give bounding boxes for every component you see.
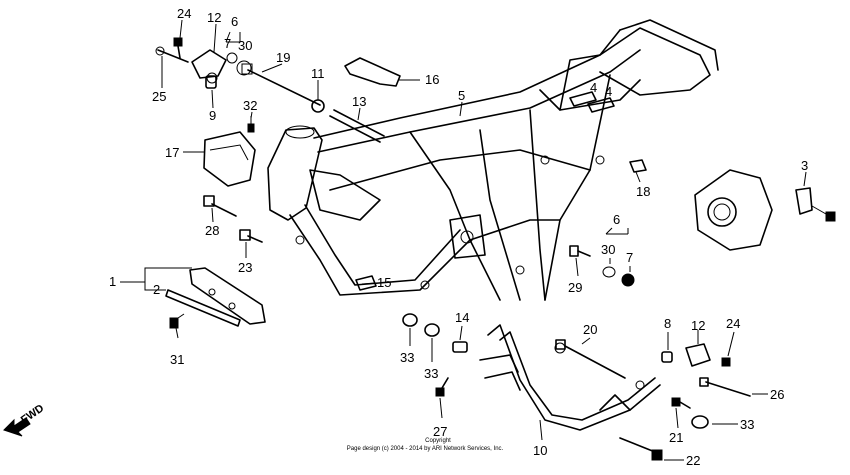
part-22-bolt	[619, 437, 663, 461]
right-side-cover	[694, 169, 773, 251]
callout-24: 24	[177, 6, 191, 21]
part-24-25-bolts	[155, 37, 189, 63]
callout-23: 23	[238, 260, 252, 275]
part-17-box	[203, 131, 256, 187]
callout-1: 1	[109, 274, 116, 289]
callout-18: 18	[636, 184, 650, 199]
callout-20: 20	[583, 322, 597, 337]
part-13-rod	[329, 109, 385, 143]
callout-8: 8	[664, 316, 671, 331]
part-18-plate	[629, 159, 647, 173]
callout-7: 7	[224, 36, 231, 51]
callout-29: 29	[568, 280, 582, 295]
callout-32: 32	[243, 98, 257, 113]
callout-19: 19	[276, 50, 290, 65]
part-29-30-7	[569, 245, 635, 287]
lower-cradle	[479, 324, 661, 431]
part-12-plate	[191, 49, 252, 84]
part-21-33	[671, 397, 709, 429]
copyright-line-2: Page design (c) 2004 - 2014 by ARI Netwo…	[347, 446, 504, 452]
callout-15: 15	[377, 275, 391, 290]
callout-17: 17	[165, 145, 179, 160]
part-3-bracket	[795, 187, 836, 222]
part-26-bolt	[699, 377, 751, 397]
part-31-bolt	[169, 313, 185, 329]
callout-6-right: 6	[613, 212, 620, 227]
callout-33-mid: 33	[424, 366, 438, 381]
callout-5: 5	[458, 88, 465, 103]
callout-24-right: 24	[726, 316, 740, 331]
callout-13: 13	[352, 94, 366, 109]
callout-16: 16	[425, 72, 439, 87]
part-27-bolt	[435, 377, 449, 397]
part-11-collar	[311, 99, 325, 113]
part-8-12-24	[661, 343, 731, 367]
fwd-label: FWD	[19, 402, 46, 426]
callout-4-right: 4	[605, 84, 612, 99]
callout-21: 21	[669, 430, 683, 445]
fwd-arrow-icon: FWD	[3, 402, 46, 437]
leader-lines	[120, 19, 807, 461]
callout-14: 14	[455, 310, 469, 325]
part-32-bolt	[247, 116, 255, 133]
part-16-stay	[344, 57, 401, 87]
frame-body	[267, 19, 719, 301]
part-23-bolt	[239, 229, 263, 243]
callout-6: 6	[231, 14, 238, 29]
callout-33-left: 33	[400, 350, 414, 365]
callout-25: 25	[152, 89, 166, 104]
callout-33-right: 33	[740, 417, 754, 432]
callout-labels: 24 12 6 7 30 19 11 16 25 9 32 13 5 4 4 1…	[109, 6, 808, 468]
callout-3: 3	[801, 158, 808, 173]
part-9-bushing	[205, 75, 217, 89]
frame-pads	[569, 91, 615, 113]
part-28-bolt	[203, 195, 237, 217]
callout-10: 10	[533, 443, 547, 458]
part-20-bolt	[555, 339, 626, 379]
callout-28: 28	[205, 223, 219, 238]
part-15-clip	[355, 275, 377, 291]
callout-22: 22	[686, 453, 700, 468]
callout-4-left: 4	[590, 80, 597, 95]
callout-31: 31	[170, 352, 184, 367]
callout-30-right: 30	[601, 242, 615, 257]
part-14-33	[402, 313, 468, 353]
part-1-2-stays	[165, 267, 266, 327]
copyright-line-1: Copyright	[425, 438, 451, 444]
callout-26: 26	[770, 387, 784, 402]
callout-30: 30	[238, 38, 252, 53]
callout-12-right: 12	[691, 318, 705, 333]
callout-9: 9	[209, 108, 216, 123]
callout-11: 11	[311, 66, 325, 81]
callout-12: 12	[207, 10, 221, 25]
callout-27: 27	[433, 424, 447, 439]
callout-2: 2	[153, 282, 160, 297]
callout-7-right: 7	[626, 250, 633, 265]
